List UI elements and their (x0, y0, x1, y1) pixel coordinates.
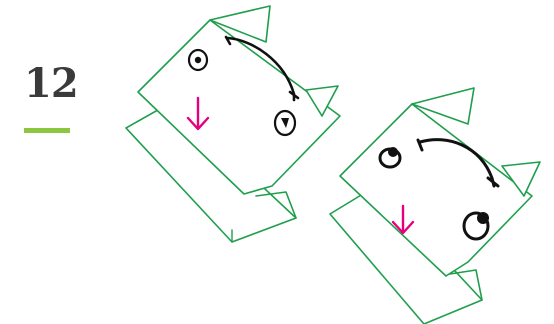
arrow-down-icon (391, 204, 415, 235)
paper-ear-top (209, 5, 271, 43)
arrow-down-icon (186, 96, 210, 131)
cat-mouth-curve (224, 35, 300, 102)
cat-eye-bottom (462, 211, 490, 241)
paper-ear-right (305, 85, 339, 117)
paper-ear-right (501, 161, 541, 197)
cat-eye-top (187, 48, 209, 72)
step-underline (24, 128, 70, 133)
paper-fold-edge (255, 191, 297, 219)
origami-figure-before (125, 5, 341, 243)
origami-figure-after (329, 87, 541, 324)
cat-mouth-curve (416, 138, 500, 188)
cat-eye-top (378, 147, 402, 169)
step-number: 12 (24, 60, 79, 107)
paper-ear-top (411, 87, 475, 125)
cat-eye-bottom (273, 109, 297, 137)
paper-fold-edge (449, 269, 483, 301)
